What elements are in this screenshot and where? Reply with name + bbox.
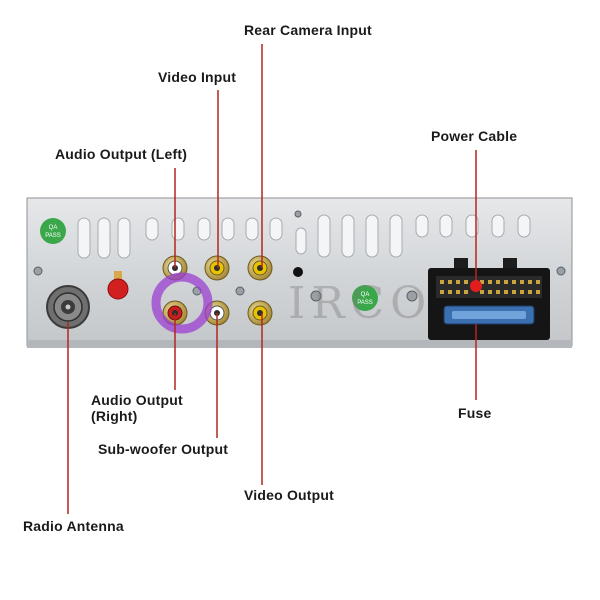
label-subwoofer-output: Sub-woofer Output xyxy=(98,441,228,457)
watermark-text: IRCO xyxy=(288,278,432,329)
fuse-body xyxy=(444,306,534,324)
qa-pass-sticker-left: QA PASS xyxy=(40,218,66,244)
rca-video-output xyxy=(248,301,272,325)
qa-pass-text-2: PASS xyxy=(45,233,61,239)
ir-hole xyxy=(293,267,303,277)
label-rear-camera-input: Rear Camera Input xyxy=(244,22,372,38)
power-cable-dot xyxy=(470,280,482,292)
power-connector xyxy=(428,258,550,340)
rca-rear-camera xyxy=(248,256,272,280)
label-audio-output-right-1: Audio Output xyxy=(91,392,183,408)
label-fuse: Fuse xyxy=(458,405,491,421)
label-power-cable: Power Cable xyxy=(431,128,517,144)
radio-antenna-socket xyxy=(47,286,89,328)
rca-video-input xyxy=(205,256,229,280)
label-audio-output-right-2: (Right) xyxy=(91,408,138,424)
label-radio-antenna: Radio Antenna xyxy=(23,518,124,534)
label-audio-output-left: Audio Output (Left) xyxy=(55,146,187,162)
label-video-input: Video Input xyxy=(158,69,236,85)
panel-edge xyxy=(27,340,572,348)
label-video-output: Video Output xyxy=(244,487,334,503)
qa-pass-text-1: QA xyxy=(49,225,58,231)
